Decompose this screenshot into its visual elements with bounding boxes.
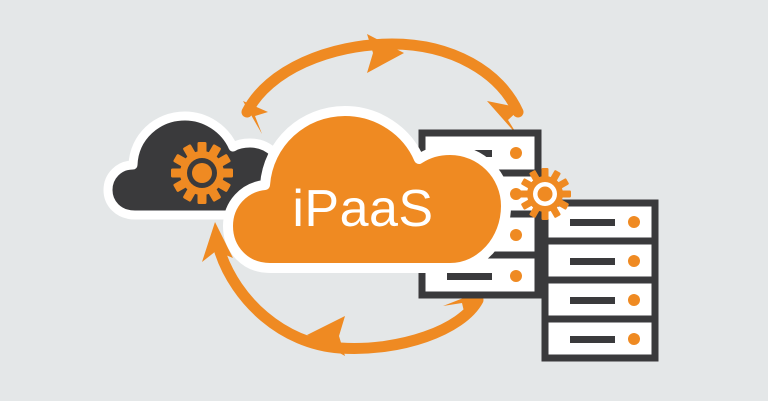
primary-cloud-shape xyxy=(223,106,511,273)
arrow-head-bottom-left xyxy=(202,222,233,262)
server-row-led xyxy=(628,255,640,267)
arrow-arc-top xyxy=(241,34,524,136)
primary-cloud[interactable]: iPaaS xyxy=(223,106,511,273)
arrow-head-top-left xyxy=(243,101,268,134)
primary-cloud-label: iPaaS xyxy=(292,180,433,238)
server-row-bar xyxy=(570,258,615,265)
arrow-head-top-mid xyxy=(367,34,404,73)
arrow-head-top-right xyxy=(487,101,521,136)
server-row-bar xyxy=(570,219,615,226)
server-row-bar xyxy=(570,336,615,343)
server-row-bar xyxy=(447,273,492,280)
server-row-led xyxy=(510,229,522,241)
server-row-led xyxy=(510,147,522,159)
arrow-arc-top-path xyxy=(241,38,524,118)
server-row-led xyxy=(628,216,640,228)
server-row-led xyxy=(510,188,522,200)
server-row xyxy=(570,216,640,228)
server-row xyxy=(570,255,640,267)
server-rack-right[interactable] xyxy=(541,199,659,362)
arrow-head-bottom-mid xyxy=(307,316,345,356)
server-row-led xyxy=(628,333,640,345)
server-row-led xyxy=(510,270,522,282)
server-row-bar xyxy=(570,297,615,304)
gear-icon[interactable] xyxy=(171,142,233,204)
server-row xyxy=(570,333,640,345)
connector-gear-icon[interactable] xyxy=(519,168,571,220)
server-row-led xyxy=(628,294,640,306)
server-row xyxy=(570,294,640,306)
server-row xyxy=(447,270,522,282)
